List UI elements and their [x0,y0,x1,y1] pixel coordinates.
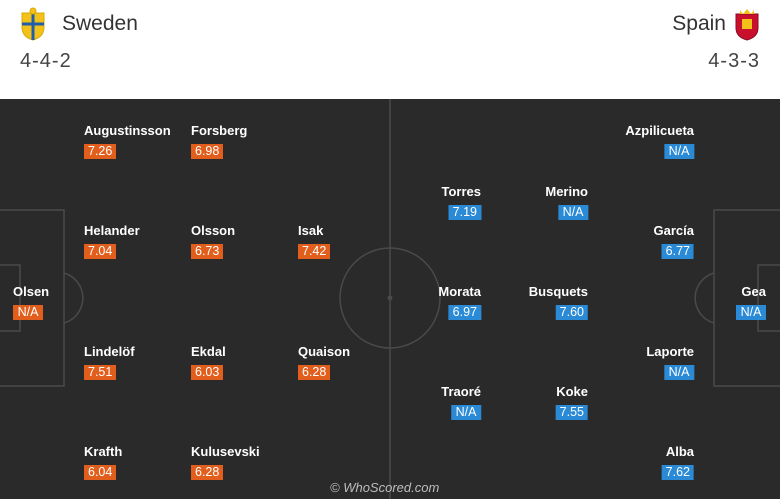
player-name: Azpilicueta [625,123,694,138]
player-traore[interactable]: Traoré N/A [441,384,481,421]
player-quaison[interactable]: Quaison 6.28 [298,344,350,381]
spain-crest-icon [735,9,759,41]
player-kulusevski[interactable]: Kulusevski 6.28 [191,444,260,481]
player-name: Traoré [441,384,481,399]
player-name: Forsberg [191,123,248,138]
watermark: © WhoScored.com [330,480,440,495]
player-name: Olsson [191,223,236,238]
player-koke[interactable]: Koke 7.55 [555,384,588,421]
player-rating: N/A [664,144,694,159]
player-azpilicueta[interactable]: Azpilicueta N/A [625,123,694,160]
player-name: Olsen [13,284,50,299]
player-isak[interactable]: Isak 7.42 [298,223,331,260]
player-name: Gea [741,284,766,299]
player-gea[interactable]: Gea N/A [736,284,766,321]
player-name: Lindelöf [84,344,135,359]
player-rating: 6.97 [448,305,481,320]
player-rating: N/A [558,205,588,220]
player-rating: 6.77 [661,244,694,259]
player-merino[interactable]: Merino N/A [545,184,588,221]
player-name: Quaison [298,344,351,359]
home-formation: 4-4-2 [20,50,72,72]
home-team-name: Sweden [62,12,138,35]
player-olsson[interactable]: Olsson 6.73 [191,223,235,260]
player-augustinsson[interactable]: Augustinsson 7.26 [84,123,171,160]
player-rating: 7.62 [661,465,694,480]
pitch: Augustinsson 7.26 Forsberg 6.98 Helander… [0,99,780,499]
player-rating: 6.03 [191,365,224,380]
sweden-crest-icon [21,7,45,41]
player-rating: 6.28 [298,365,331,380]
player-name: Alba [665,444,694,459]
away-team-name: Spain [672,12,726,35]
player-rating: 7.55 [555,405,588,420]
player-ekdal[interactable]: Ekdal 6.03 [191,344,226,381]
player-name: Ekdal [191,344,226,359]
player-rating: 7.51 [84,365,117,380]
player-name: Krafth [84,444,123,459]
player-name: Koke [556,384,588,399]
player-name: Isak [298,223,324,238]
player-name: Busquets [528,284,588,299]
pitch-markings [0,99,780,499]
player-rating: N/A [736,305,766,320]
player-rating: 7.04 [84,244,117,259]
player-name: Torres [441,184,482,199]
player-rating: 6.28 [191,465,224,480]
player-rating: 6.04 [84,465,117,480]
player-rating: 7.26 [84,144,117,159]
player-helander[interactable]: Helander 7.04 [84,223,140,260]
player-laporte[interactable]: Laporte N/A [646,344,694,381]
player-lindelof[interactable]: Lindelöf 7.51 [84,344,135,381]
player-forsberg[interactable]: Forsberg 6.98 [191,123,247,160]
player-name: Morata [438,284,481,299]
player-morata[interactable]: Morata 6.97 [438,284,481,321]
player-busquets[interactable]: Busquets 7.60 [529,284,588,321]
player-rating: N/A [664,365,694,380]
player-alba[interactable]: Alba 7.62 [661,444,694,481]
player-name: Merino [545,184,588,199]
player-rating: 7.19 [448,205,481,220]
player-rating: N/A [13,305,43,320]
player-rating: 7.60 [555,305,588,320]
player-name: Augustinsson [84,123,171,138]
player-garcia[interactable]: García 6.77 [654,223,694,260]
away-formation: 4-3-3 [708,50,760,72]
player-name: Laporte [646,344,694,359]
player-name: Kulusevski [191,444,260,459]
player-rating: 6.73 [191,244,224,259]
player-krafth[interactable]: Krafth 6.04 [84,444,122,481]
player-rating: 6.98 [191,144,224,159]
player-name: Helander [84,223,140,238]
player-rating: N/A [451,405,481,420]
player-rating: 7.42 [298,244,331,259]
player-olsen[interactable]: Olsen N/A [13,284,49,321]
match-header: Sweden 4-4-2 Spain 4-3-3 [0,0,780,96]
player-name: García [653,223,694,238]
player-torres[interactable]: Torres 7.19 [441,184,482,221]
